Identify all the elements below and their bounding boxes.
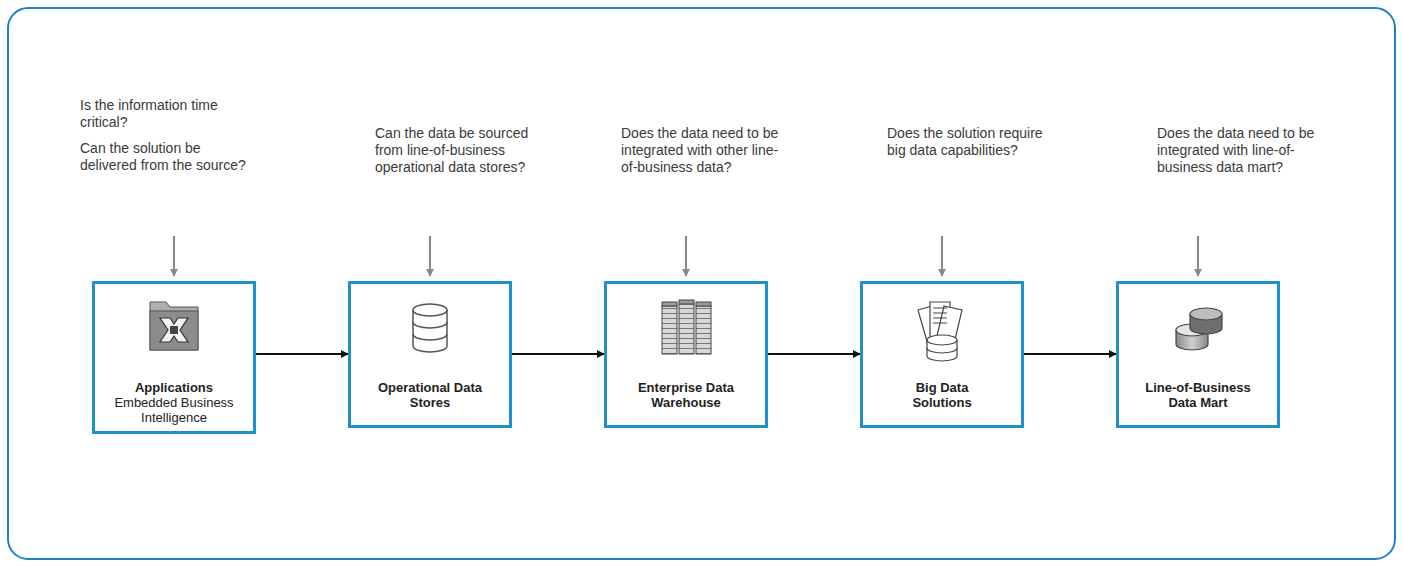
outer-frame bbox=[8, 8, 1395, 559]
server-icon bbox=[662, 300, 711, 354]
process-box: Enterprise Data Warehouse bbox=[604, 281, 768, 428]
process-box: Big Data Solutions bbox=[860, 281, 1024, 428]
box-title: Operational Data Stores bbox=[375, 380, 485, 410]
question-label: Can the solution be delivered from the s… bbox=[80, 140, 258, 174]
question-label: Is the information time critical? bbox=[80, 97, 238, 131]
question-label: Can the data be sourced from line-of-bus… bbox=[375, 125, 547, 176]
flow-arrow bbox=[256, 353, 348, 355]
documents-icon bbox=[918, 302, 962, 361]
box-title: Enterprise Data Warehouse bbox=[631, 380, 741, 410]
database-icon bbox=[413, 304, 447, 352]
box-subtitle: Embedded Business Intelligence bbox=[112, 395, 236, 425]
box-title: Big Data Solutions bbox=[887, 380, 997, 410]
question-label: Does the data need to be integrated with… bbox=[621, 125, 787, 176]
data-mart-icon bbox=[1176, 308, 1222, 350]
process-box: ApplicationsEmbedded Business Intelligen… bbox=[92, 281, 256, 434]
flow-arrow bbox=[768, 353, 860, 355]
flow-arrow bbox=[1024, 353, 1116, 355]
application-icon bbox=[150, 302, 198, 350]
question-label: Does the solution require big data capab… bbox=[887, 125, 1059, 159]
process-box: Line-of-Business Data Mart bbox=[1116, 281, 1280, 428]
leader-arrows bbox=[174, 236, 1198, 276]
box-title: Line-of-Business Data Mart bbox=[1142, 380, 1254, 410]
question-label: Does the data need to be integrated with… bbox=[1157, 125, 1339, 176]
process-box: Operational Data Stores bbox=[348, 281, 512, 428]
box-title: Applications bbox=[112, 380, 236, 395]
flow-arrow bbox=[512, 353, 604, 355]
